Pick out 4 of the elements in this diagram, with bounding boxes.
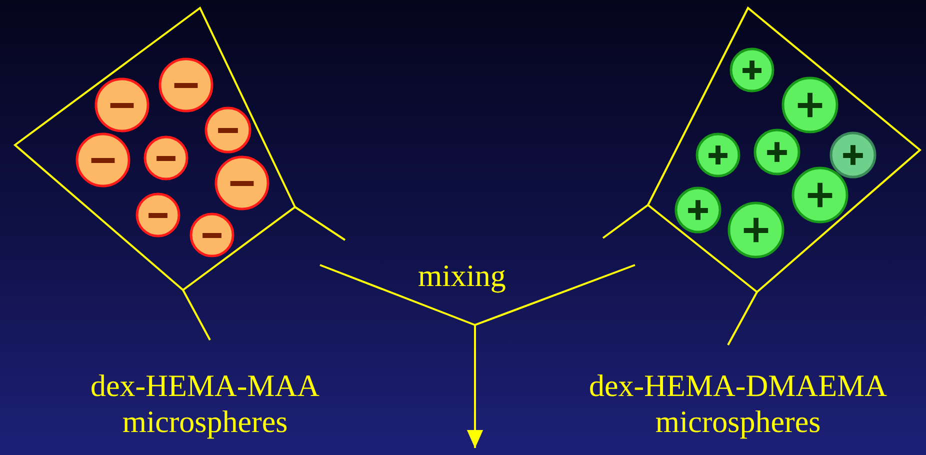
arrow — [467, 264, 636, 448]
process-label: mixing — [418, 258, 506, 294]
node-label: dex-HEMA-DMAEMA microspheres — [588, 368, 888, 440]
node-label: dex-HEMA-MAA microspheres — [89, 368, 321, 440]
